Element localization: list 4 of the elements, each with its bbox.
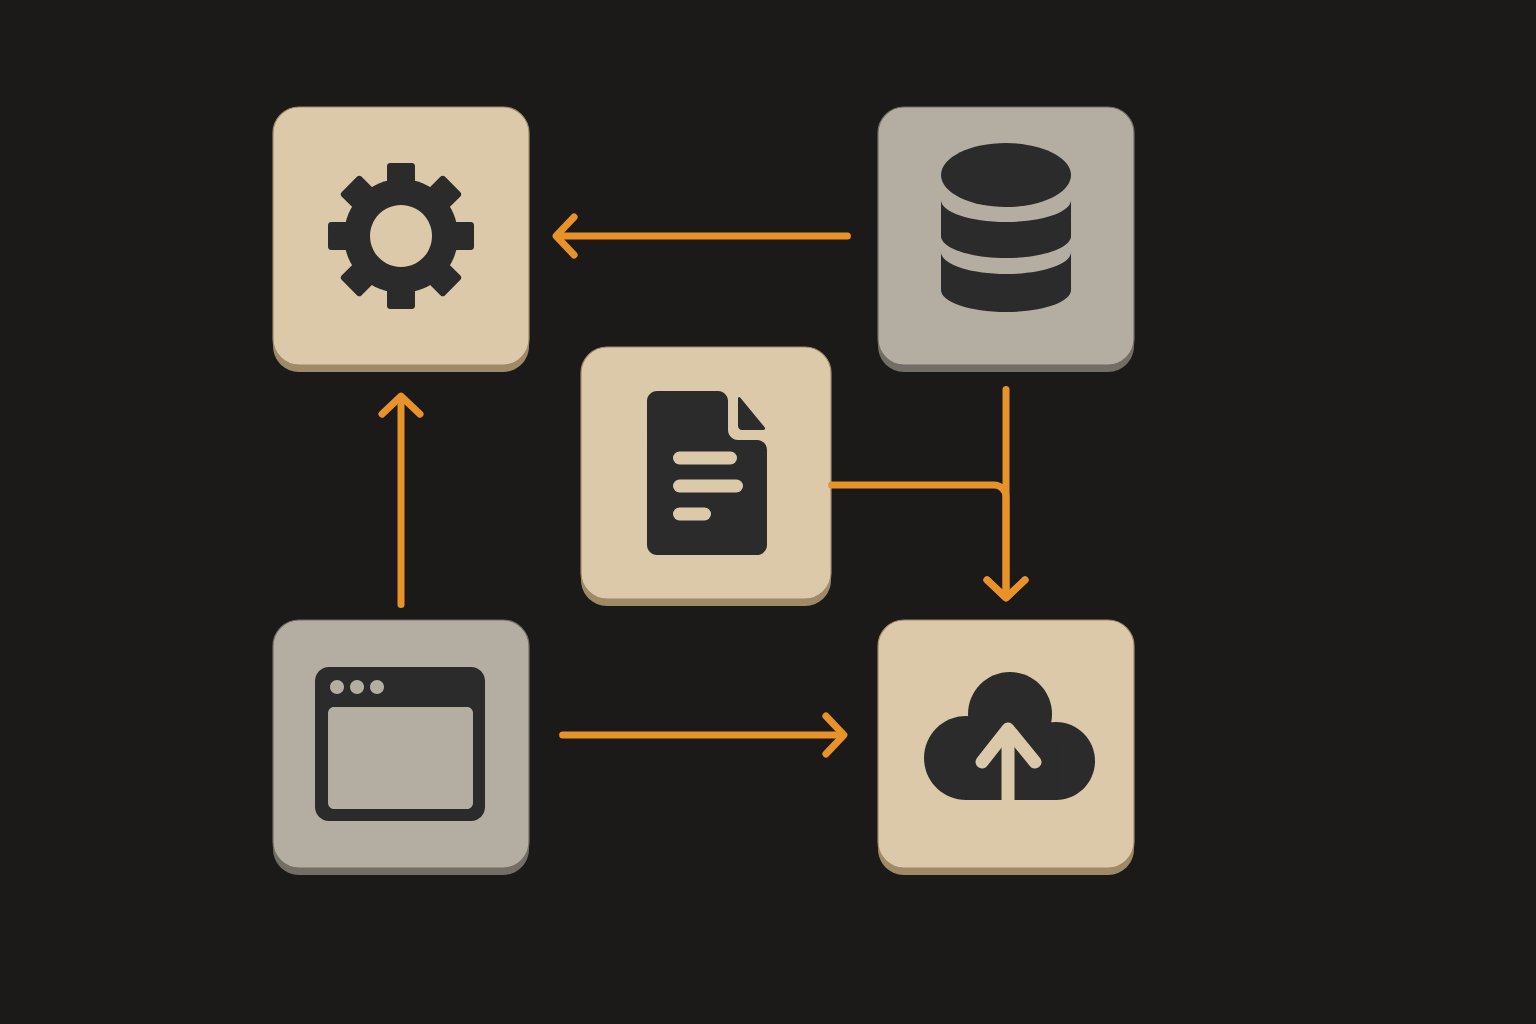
arrow [378,392,424,608]
arrow [828,481,1029,602]
arrow [552,213,851,259]
arrow [559,712,848,758]
